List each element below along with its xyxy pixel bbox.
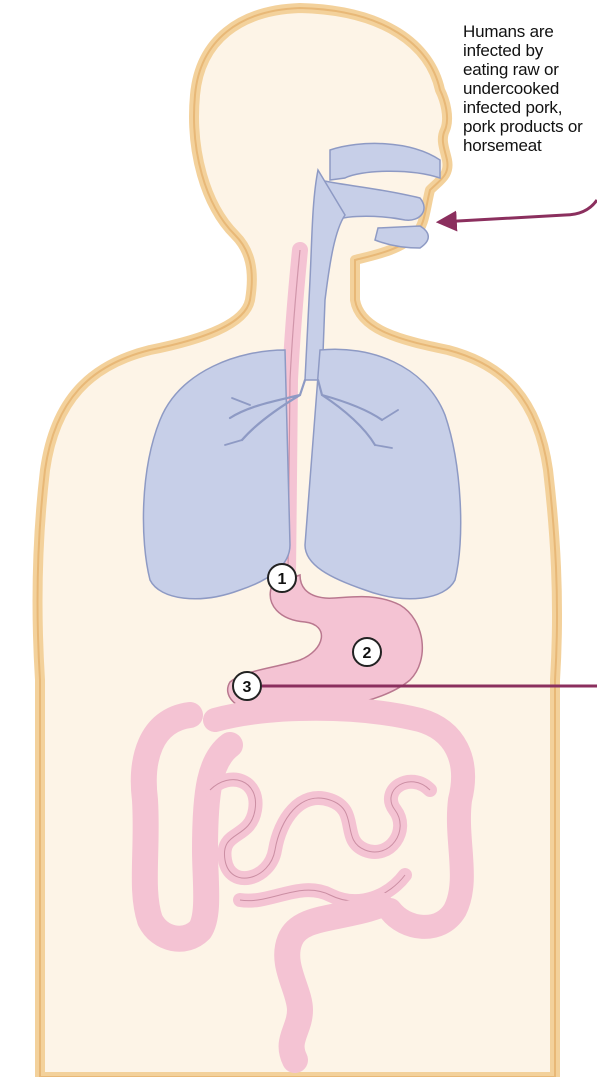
caption-line: infected by bbox=[463, 41, 597, 60]
marker-3: 3 bbox=[233, 672, 261, 700]
marker-1: 1 bbox=[268, 564, 296, 592]
marker-3-label: 3 bbox=[243, 679, 252, 696]
arrow-left-icon bbox=[440, 200, 597, 222]
infection-caption: Humans are infected by eating raw or und… bbox=[463, 22, 597, 155]
caption-line: pork products or bbox=[463, 117, 597, 136]
marker-2-label: 2 bbox=[363, 645, 372, 662]
caption-line: infected pork, bbox=[463, 98, 597, 117]
caption-line: undercooked bbox=[463, 79, 597, 98]
caption-line: Humans are bbox=[463, 22, 597, 41]
caption-line: horsemeat bbox=[463, 136, 597, 155]
caption-line: eating raw or bbox=[463, 60, 597, 79]
marker-1-label: 1 bbox=[278, 571, 287, 588]
marker-2: 2 bbox=[353, 638, 381, 666]
